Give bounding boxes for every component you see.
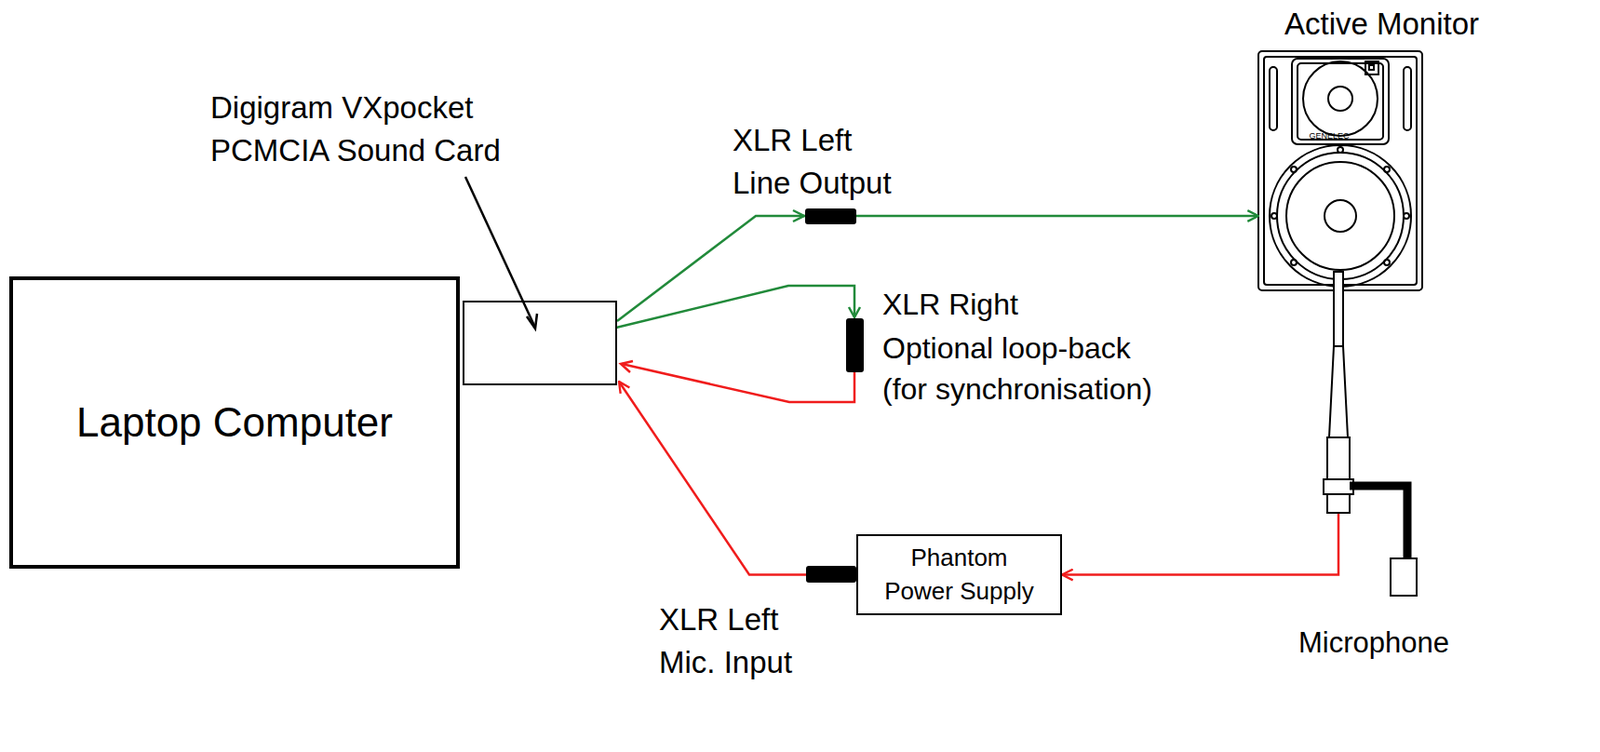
edge-label: XLR Left Mic. Input (658, 598, 822, 684)
node-label: Phantom Power Supply (879, 541, 1040, 609)
connector-arrowhead (793, 210, 805, 222)
node-label: Microphone (1298, 623, 1439, 664)
node-label: Laptop Computer (29, 394, 440, 452)
callout-line (465, 176, 536, 328)
xlr-plug (806, 565, 857, 583)
loopback-in-wire (621, 363, 855, 403)
mic-input-cable (618, 381, 857, 576)
edge-label: XLR Left Line Output (732, 119, 905, 204)
laptop-box: Laptop Computer (9, 276, 460, 569)
brand-text: GENELEC (1301, 132, 1358, 141)
power-supply-box: Phantom Power Supply (856, 534, 1063, 616)
loopback-arrowhead (848, 307, 861, 318)
loopback-arrowhead (620, 361, 633, 373)
node-label: Digigram VXpocket PCMCIA Sound Card (210, 86, 518, 172)
microphone: Microphone (1298, 269, 1439, 661)
microphone-cable (1062, 513, 1339, 576)
xlr-plug (805, 208, 857, 225)
connector-label: XLR Right (882, 283, 1069, 325)
note-text: Optional loop-back (for synchronisation) (882, 327, 1183, 410)
xlr-plug (846, 318, 864, 373)
node-label: Active Monitor (1284, 2, 1508, 46)
loopback-out-wire (616, 285, 855, 328)
sound-card-box: Digigram VXpocket PCMCIA Sound Card (462, 300, 618, 386)
callout-arrowhead (526, 313, 538, 329)
active-monitor: Active Monitor (1258, 51, 1423, 291)
speaker-illustration (1258, 51, 1423, 291)
